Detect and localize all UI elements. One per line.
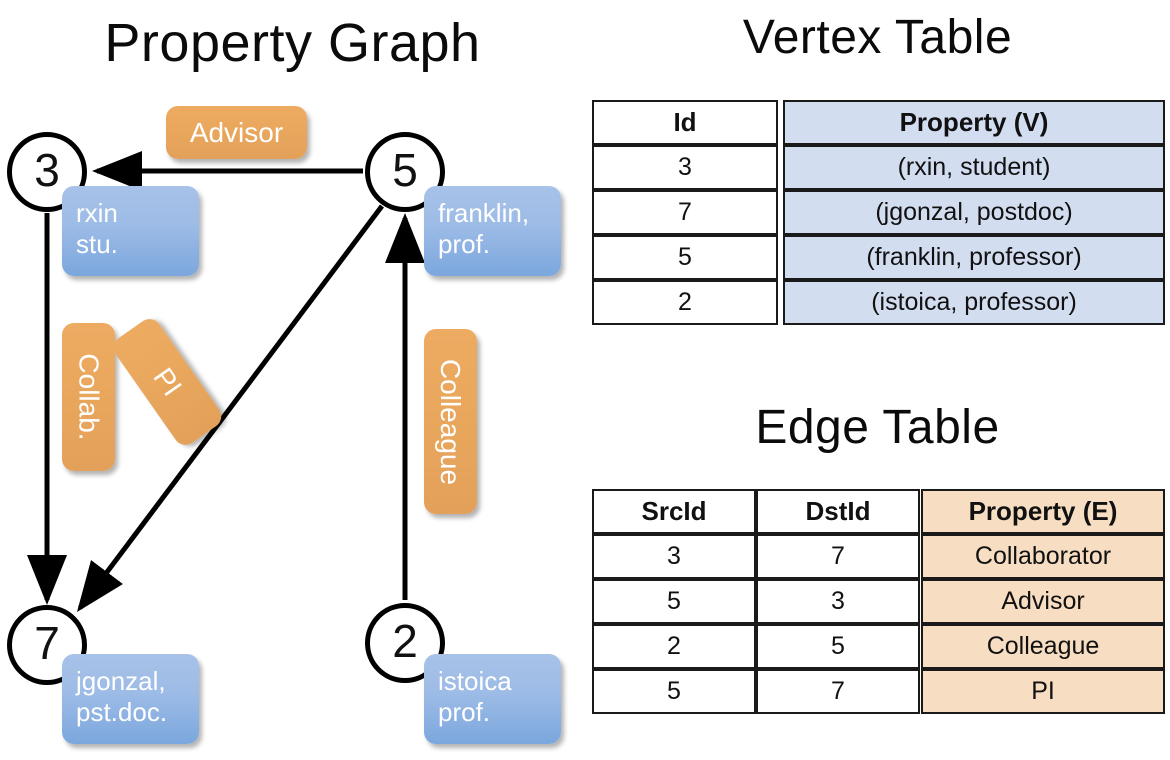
- edge-label-pi-text: PI: [147, 361, 189, 402]
- graph-node-5[interactable]: 5: [365, 132, 445, 212]
- edge-table-cell-dstid: 7: [756, 669, 920, 714]
- graph-node-7-label: 7: [34, 617, 60, 669]
- edge-table-cell-srcid: 3: [592, 534, 756, 579]
- vertex-table-cell-id: 5: [592, 235, 778, 280]
- table-row[interactable]: 2: [592, 280, 778, 325]
- edge-table-cell-srcid: 5: [592, 579, 756, 624]
- table-row[interactable]: (istoica, professor): [783, 280, 1165, 325]
- edge-label-advisor-text: Advisor: [189, 116, 284, 148]
- edge-table-cell-property: Colleague: [921, 624, 1165, 669]
- graph-node-2-label: 2: [392, 615, 418, 667]
- graph-node-5-label: 5: [392, 144, 418, 196]
- graph-edge-lines: [27, 151, 425, 612]
- vertex-property-box-5-line2: prof.: [438, 228, 491, 259]
- graph-node-3-label: 3: [34, 144, 60, 196]
- vertex-property-box-3-line1: rxin: [76, 198, 118, 228]
- vertex-property-box-2-line1: istoica: [438, 666, 512, 696]
- table-row[interactable]: (rxin, student): [783, 145, 1165, 190]
- vertex-table-property-column: Property (V) (rxin, student) (jgonzal, p…: [783, 100, 1165, 325]
- table-row[interactable]: 5 3: [592, 579, 920, 624]
- table-header-row: Property (V): [783, 100, 1165, 145]
- table-row[interactable]: (franklin, professor): [783, 235, 1165, 280]
- edge-line-5-to-7: [76, 204, 384, 612]
- edge-table-header-srcid: SrcId: [592, 489, 756, 534]
- vertex-property-box-5[interactable]: franklin, prof.: [424, 186, 561, 276]
- edge-table-id-columns: SrcId DstId 3 7 5 3 2 5 5 7: [592, 489, 920, 714]
- vertex-table-cell-property: (franklin, professor): [783, 235, 1165, 280]
- edge-table-cell-property: Advisor: [921, 579, 1165, 624]
- property-graph-title: Property Graph: [104, 13, 481, 73]
- table-row[interactable]: 3: [592, 145, 778, 190]
- vertex-property-box-2[interactable]: istoica prof.: [424, 654, 561, 744]
- vertex-table-cell-id: 7: [592, 190, 778, 235]
- edge-table-cell-srcid: 2: [592, 624, 756, 669]
- edge-table-header-dstid: DstId: [756, 489, 920, 534]
- table-header-row: Property (E): [921, 489, 1165, 534]
- edge-table-cell-dstid: 7: [756, 534, 920, 579]
- vertex-property-box-3-line2: stu.: [76, 228, 118, 259]
- table-row[interactable]: 5: [592, 235, 778, 280]
- table-row[interactable]: Colleague: [921, 624, 1165, 669]
- vertex-table-cell-property: (jgonzal, postdoc): [783, 190, 1165, 235]
- edge-label-advisor[interactable]: Advisor: [166, 106, 307, 159]
- table-row[interactable]: 2 5: [592, 624, 920, 669]
- edge-table-cell-srcid: 5: [592, 669, 756, 714]
- vertex-table-cell-property: (rxin, student): [783, 145, 1165, 190]
- table-row[interactable]: 7: [592, 190, 778, 235]
- table-row[interactable]: Advisor: [921, 579, 1165, 624]
- edge-table-property-column: Property (E) Collaborator Advisor Collea…: [921, 489, 1165, 714]
- table-header-row: Id: [592, 100, 778, 145]
- table-row[interactable]: Collaborator: [921, 534, 1165, 579]
- edge-table-cell-dstid: 5: [756, 624, 920, 669]
- vertex-property-box-2-line2: prof.: [438, 696, 491, 727]
- edge-label-collab-text: Collab.: [73, 353, 105, 441]
- vertex-table-id-column: Id 3 7 5 2: [592, 100, 778, 325]
- edge-table-cell-dstid: 3: [756, 579, 920, 624]
- table-row[interactable]: PI: [921, 669, 1165, 714]
- vertex-table-cell-id: 3: [592, 145, 778, 190]
- vertex-table-title: Vertex Table: [742, 11, 1013, 64]
- graph-node-2[interactable]: 2: [365, 603, 445, 683]
- vertex-table-cell-property: (istoica, professor): [783, 280, 1165, 325]
- edge-table-title: Edge Table: [755, 401, 1000, 454]
- table-row[interactable]: 5 7: [592, 669, 920, 714]
- table-header-row: SrcId DstId: [592, 489, 920, 534]
- edge-label-colleague-text: Colleague: [435, 358, 467, 485]
- vertex-property-box-7[interactable]: jgonzal, pst.doc.: [62, 654, 199, 744]
- table-row[interactable]: 3 7: [592, 534, 920, 579]
- table-row[interactable]: (jgonzal, postdoc): [783, 190, 1165, 235]
- vertex-property-box-5-line1: franklin,: [438, 198, 530, 228]
- edge-label-collab[interactable]: Collab.: [62, 323, 115, 471]
- property-graph-panel: 3 5 7 2 rxin stu. franklin, prof. jgonza…: [7, 106, 561, 744]
- edge-table-cell-property: PI: [921, 669, 1165, 714]
- edge-label-colleague[interactable]: Colleague: [424, 329, 477, 514]
- edge-table-header-property: Property (E): [921, 489, 1165, 534]
- vertex-table-header-property: Property (V): [783, 100, 1165, 145]
- vertex-property-box-3[interactable]: rxin stu.: [62, 186, 199, 276]
- vertex-property-box-7-line1: jgonzal,: [76, 666, 166, 696]
- vertex-table-header-id: Id: [592, 100, 778, 145]
- vertex-table-cell-id: 2: [592, 280, 778, 325]
- vertex-property-box-7-line2: pst.doc.: [76, 696, 168, 727]
- edge-table-cell-property: Collaborator: [921, 534, 1165, 579]
